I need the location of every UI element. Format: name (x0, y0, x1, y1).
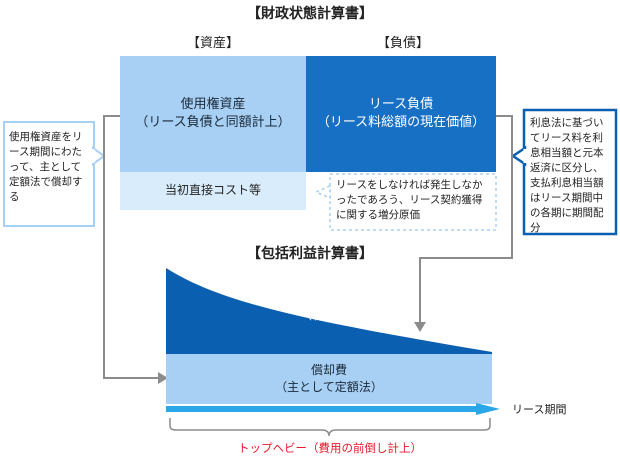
right-callout-text: 利息法に基づいてリース料を利息相当額と元本返済に区分し、支払利息相当額はリース期… (530, 117, 604, 234)
liability-label: リース負債 （リース料総額の現在価値） (306, 96, 496, 132)
left-connector-arrow (103, 115, 158, 379)
interest-expense-label: 利息費用 （利息法） (270, 290, 390, 324)
top-heavy-label: トップヘビー（費用の前倒し計上） (238, 441, 422, 455)
interest-expense-line1: 利息費用 (305, 291, 354, 305)
left-callout-box (3, 121, 95, 227)
top-heavy-brace (169, 418, 491, 437)
right-callout-box (522, 108, 618, 236)
timeline-bar (166, 406, 476, 412)
income-statement-title: 【包括利益計算書】 (247, 246, 373, 262)
liabilities-header: 【負債】 (376, 36, 429, 51)
right-callout-pointer (510, 145, 527, 167)
left-callout-pointer (92, 146, 106, 166)
incremental-cost-pointer (314, 184, 331, 200)
incremental-cost-box (329, 173, 497, 231)
asset-label-line1: 使用権資産 (180, 97, 246, 112)
depreciation-line2: （主として定額法） (275, 380, 383, 394)
incremental-cost-note: リースをしなければ発生しなかったであろう、リース契約獲得に関する増分原価 (336, 179, 483, 221)
liability-label-line1: リース負債 (368, 97, 434, 112)
interest-expense-area (166, 268, 492, 354)
initial-cost-box (120, 172, 306, 210)
asset-label-line2: （リース負債と同額計上） (135, 115, 291, 130)
left-callout-text: 使用権資産をリース期間にわたって、主として定額法で償却する (9, 131, 83, 203)
initial-cost-label: 当初直接コスト等 (164, 183, 261, 197)
liability-label-line2: （リース料総額の現在価値） (316, 115, 486, 130)
asset-box (120, 56, 306, 172)
assets-header: 【資産】 (186, 36, 239, 51)
depreciation-line1: 償却費 (310, 363, 347, 377)
depreciation-label: 償却費 （主として定額法） (166, 362, 492, 396)
timeline-label: リース期間 (512, 403, 567, 416)
balance-sheet-title: 【財政状態計算書】 (247, 6, 373, 22)
asset-label: 使用権資産 （リース負債と同額計上） (120, 96, 306, 132)
depreciation-box (166, 354, 492, 404)
liability-box (306, 56, 496, 172)
interest-expense-line2: （利息法） (299, 308, 360, 322)
right-connector-arrow (419, 115, 513, 322)
